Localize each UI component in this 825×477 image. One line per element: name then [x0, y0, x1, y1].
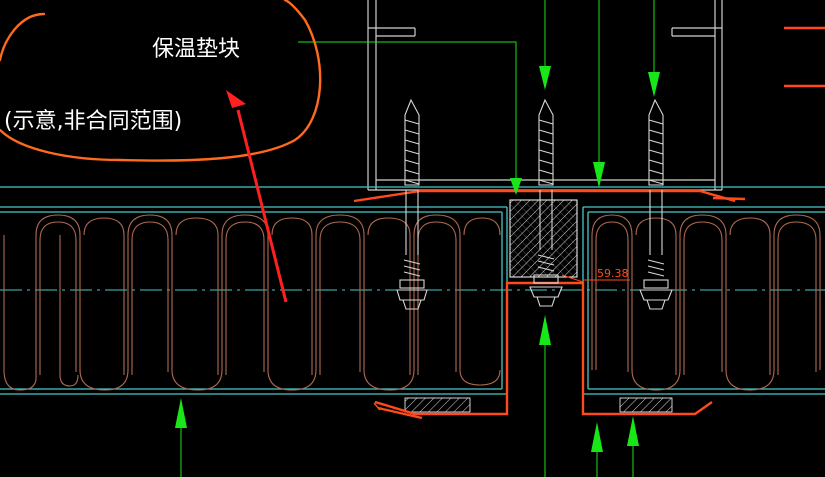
screw-middle: [529, 98, 563, 307]
arrow-head-icon: [226, 90, 246, 108]
screw-right: [639, 98, 673, 310]
arrow-up-icon: [627, 416, 639, 446]
steel-profile: [353, 26, 825, 420]
panel-outline: [0, 186, 825, 395]
bottom-gasket-right: [619, 397, 673, 413]
arrow-up-icon: [539, 315, 551, 345]
arrow-up-icon: [591, 422, 603, 452]
arrow-down-icon: [648, 72, 660, 97]
annotation-cloud: [0, 0, 322, 162]
arrow-down-icon: [539, 66, 551, 90]
arrow-down-icon: [510, 178, 522, 195]
annotation-title: 保温垫块: [152, 37, 240, 62]
green-arrows: [175, 66, 660, 452]
arrow-up-icon: [175, 398, 187, 428]
corrugated-core-right: [591, 214, 821, 391]
dimension-mark: 59.38: [561, 267, 630, 283]
leader-lines: [180, 0, 655, 477]
annotation-subtitle: (示意,非合同范围): [4, 109, 182, 134]
red-pointer-arrow: [226, 90, 288, 303]
corrugated-core-left: [3, 214, 501, 391]
bottom-gasket-left: [404, 397, 471, 413]
arrow-down-icon: [593, 162, 605, 188]
steel-profile-tip-left: [373, 402, 381, 411]
screw-left: [396, 98, 428, 310]
thermal-pad-cross: [510, 200, 577, 277]
dimension-value: 59.38: [597, 267, 629, 280]
